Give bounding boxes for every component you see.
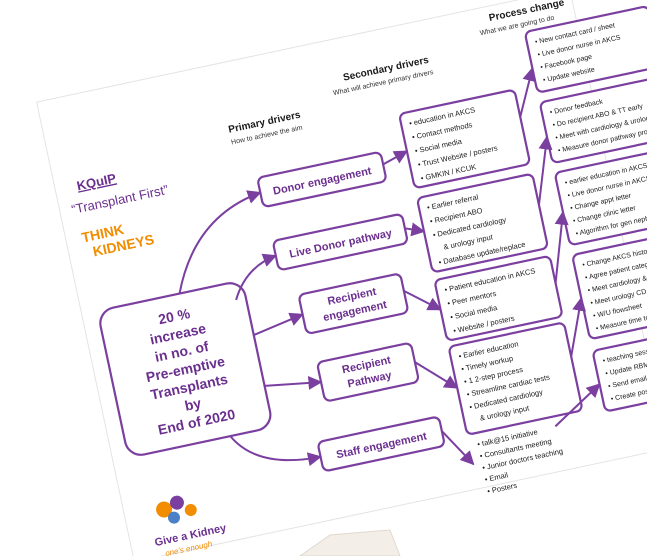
aim-to-primary-arrows [178, 190, 323, 467]
svg-text:by: by [183, 395, 203, 414]
primary-to-secondary-arrows [382, 150, 475, 466]
process-change-box-1: • New contact card / sheet • Live donor … [524, 5, 647, 93]
process-change-box-2: • Donor feedback • Do recipient ABO & TT… [539, 76, 647, 164]
secondary-driver-box-4: • Earlier education • Timely workup • 1 … [448, 322, 583, 435]
svg-text:20 %: 20 % [157, 305, 192, 327]
secondary-to-process-arrows [519, 66, 601, 428]
primary-driver-recipient-pathway: Recipient Pathway [316, 342, 420, 402]
primary-driver-recipient-engagement: Recipient engagement [298, 273, 409, 335]
secondary-driver-box-2: • Earlier referral • Recipient ABO • Ded… [416, 173, 549, 273]
primary-driver-staff-engagement: Staff engagement [317, 416, 445, 472]
secondary-driver-box-3: • Patient education in AKCS • Peer mento… [434, 255, 563, 341]
secondary-driver-box-1: • education in AKCS • Contact methods • … [399, 89, 531, 189]
aim-box [99, 282, 272, 456]
background-paper-corner [299, 529, 401, 556]
process-change-box-3: • earlier education in AKCS • Live donor… [554, 146, 647, 246]
